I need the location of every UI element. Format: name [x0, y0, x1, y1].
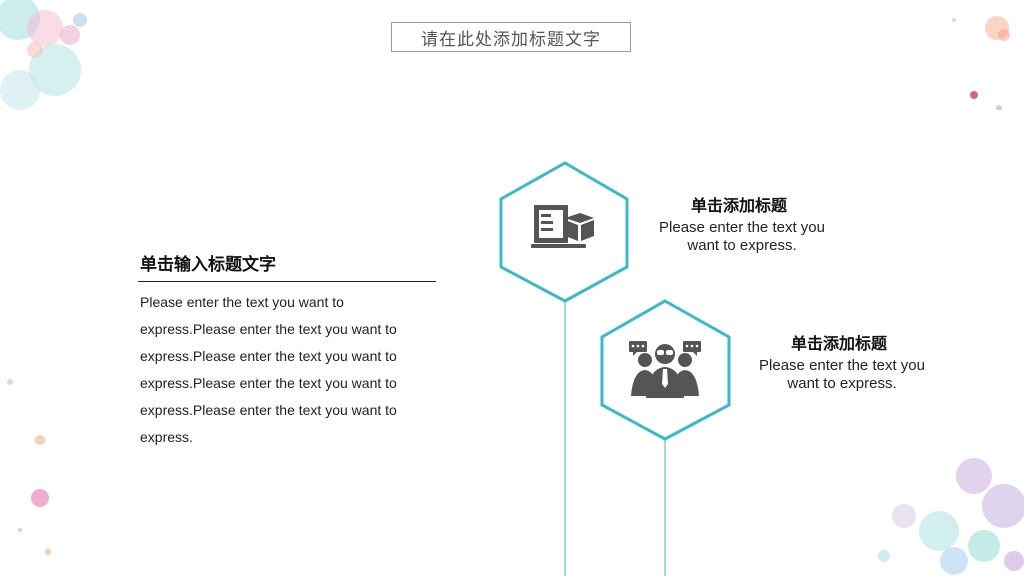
watercolor-top-left-decoration — [0, 0, 87, 110]
left-block-underline — [138, 281, 436, 282]
left-block-heading[interactable]: 单击输入标题文字 — [140, 255, 276, 275]
item-1-desc-line: Please enter the text you — [659, 219, 825, 236]
item-2-desc-line: Please enter the text you — [759, 357, 925, 374]
body-line: express.Please enter the text you want t… — [140, 375, 397, 391]
body-line: express. — [140, 429, 193, 445]
slide-title[interactable]: 请在此处添加标题文字 — [421, 29, 601, 50]
item-2-title[interactable]: 单击添加标题 — [790, 334, 887, 353]
item-2-description[interactable]: Please enter the text you want to expres… — [742, 357, 942, 393]
computer-delivery-icon — [531, 205, 594, 248]
item-1-desc-line: want to express. — [687, 237, 797, 254]
body-line: express.Please enter the text you want t… — [140, 402, 397, 418]
item-2-desc-line: want to express. — [787, 375, 897, 392]
item-1-description[interactable]: Please enter the text you want to expres… — [642, 219, 842, 255]
body-line: Please enter the text you want to — [140, 294, 344, 310]
watercolor-top-right-decoration — [952, 16, 1010, 110]
item-1-title[interactable]: 单击添加标题 — [690, 196, 787, 215]
hexagon-1 — [499, 161, 629, 303]
body-line: express.Please enter the text you want t… — [140, 348, 397, 364]
left-block-body[interactable]: Please enter the text you want to expres… — [140, 289, 440, 451]
watercolor-bottom-right-decoration — [878, 458, 1024, 575]
watercolor-bottom-left-decoration — [7, 379, 51, 555]
slide-title-box[interactable]: 请在此处添加标题文字 — [391, 22, 631, 52]
hexagon-2 — [600, 299, 731, 441]
body-line: express.Please enter the text you want t… — [140, 321, 397, 337]
team-discussion-icon — [629, 341, 701, 398]
